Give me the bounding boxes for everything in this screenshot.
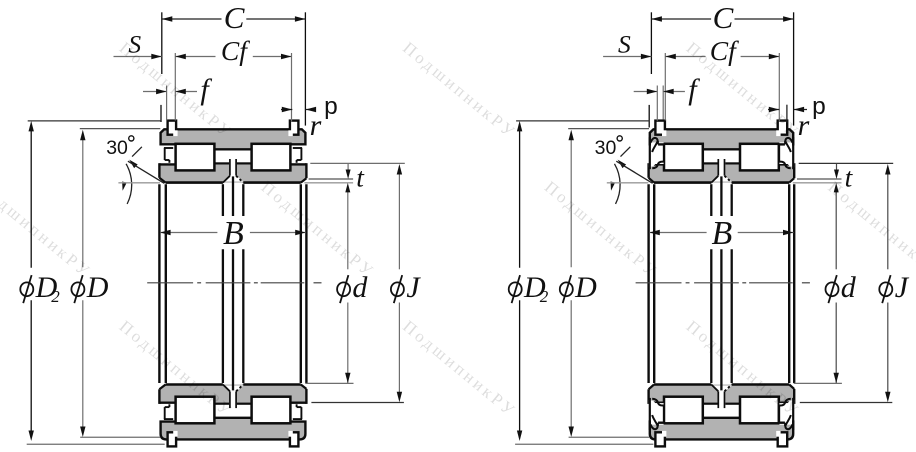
- svg-text:r: r: [798, 109, 810, 142]
- svg-text:S: S: [618, 30, 631, 59]
- svg-text:C: C: [713, 0, 734, 35]
- svg-text:d: d: [352, 271, 368, 304]
- svg-text:d: d: [841, 271, 857, 304]
- svg-text:p: p: [812, 93, 826, 120]
- svg-text:D: D: [574, 271, 597, 304]
- svg-text:2: 2: [51, 287, 60, 306]
- svg-text:B: B: [712, 215, 733, 252]
- svg-text:Cf: Cf: [710, 35, 739, 66]
- svg-text:D: D: [86, 271, 109, 304]
- svg-text:Cf: Cf: [221, 35, 250, 66]
- svg-text:D: D: [523, 271, 546, 304]
- svg-text:p: p: [324, 93, 338, 120]
- svg-text:t: t: [845, 161, 854, 192]
- svg-text:J: J: [895, 271, 910, 304]
- svg-text:D: D: [35, 271, 58, 304]
- svg-text:S: S: [128, 30, 141, 59]
- svg-text:2: 2: [540, 287, 549, 306]
- svg-text:J: J: [406, 271, 421, 304]
- svg-text:B: B: [223, 215, 244, 252]
- svg-text:30: 30: [106, 137, 128, 159]
- svg-text:30: 30: [595, 137, 617, 159]
- svg-text:t: t: [356, 161, 365, 192]
- svg-text:r: r: [310, 109, 322, 142]
- svg-text:C: C: [224, 0, 245, 35]
